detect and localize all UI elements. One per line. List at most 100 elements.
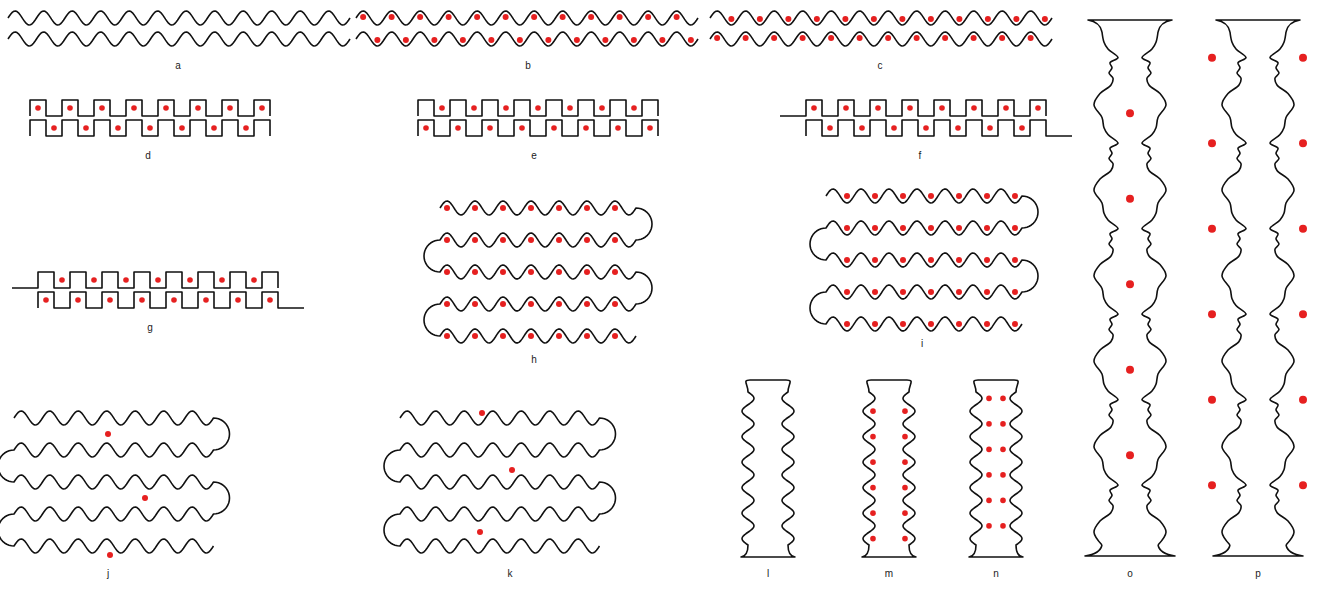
red-dot — [828, 35, 834, 41]
panel-label: b — [525, 60, 531, 72]
red-dot — [1013, 16, 1019, 22]
red-dot — [574, 37, 580, 43]
red-dot — [971, 35, 977, 41]
red-dot — [902, 510, 908, 516]
red-dots — [844, 193, 1018, 327]
red-dot — [115, 125, 121, 131]
red-dot — [1208, 225, 1216, 233]
red-dot — [986, 498, 992, 504]
red-dot — [519, 125, 525, 131]
red-dot — [75, 297, 81, 303]
square-wave-line — [38, 292, 304, 308]
vase-top — [1088, 20, 1172, 32]
panel-label: g — [147, 322, 153, 334]
red-dot — [203, 297, 209, 303]
square-wave-line — [30, 100, 270, 116]
red-dot — [171, 297, 177, 303]
square-wave-line — [418, 120, 658, 136]
red-dot — [842, 16, 848, 22]
red-dot — [771, 35, 777, 41]
red-dot — [986, 523, 992, 529]
red-dot — [227, 105, 233, 111]
red-dot — [956, 16, 962, 22]
red-dot — [59, 277, 65, 283]
red-dot — [99, 105, 105, 111]
red-dot — [472, 333, 478, 339]
red-dot — [870, 459, 876, 465]
red-dot — [859, 125, 865, 131]
red-dot — [1208, 396, 1216, 404]
red-dot — [444, 301, 450, 307]
red-dot — [235, 297, 241, 303]
red-dot — [928, 225, 934, 231]
red-dots — [444, 205, 618, 339]
red-dot — [844, 321, 850, 327]
red-dot — [444, 237, 450, 243]
red-dots — [35, 105, 265, 131]
red-dot — [872, 321, 878, 327]
red-dot — [472, 205, 478, 211]
red-dot — [599, 105, 605, 111]
red-dots — [477, 410, 515, 535]
red-dot — [612, 301, 618, 307]
red-dot — [472, 301, 478, 307]
red-dots — [986, 396, 1006, 529]
red-dot — [615, 125, 621, 131]
red-dot — [875, 105, 881, 111]
red-dot — [1042, 16, 1048, 22]
red-dot — [528, 237, 534, 243]
red-dot — [477, 529, 483, 535]
red-dot — [431, 37, 437, 43]
red-dot — [471, 105, 477, 111]
wavy-line — [8, 11, 350, 25]
red-dot — [403, 37, 409, 43]
red-dot — [1299, 310, 1307, 318]
red-dot — [531, 14, 537, 20]
red-dot — [900, 225, 906, 231]
red-dot — [956, 321, 962, 327]
red-dot — [984, 257, 990, 263]
red-dot — [1299, 54, 1307, 62]
wavy-line — [8, 32, 350, 46]
red-dot — [902, 536, 908, 542]
red-dot — [500, 301, 506, 307]
red-dot — [891, 125, 897, 131]
red-dots — [1208, 54, 1307, 490]
red-dot — [870, 408, 876, 414]
red-dot — [659, 37, 665, 43]
red-dot — [147, 125, 153, 131]
red-dot — [900, 321, 906, 327]
serpentine-line — [424, 201, 652, 343]
red-dot — [811, 105, 817, 111]
red-dot — [1012, 257, 1018, 263]
red-dot — [545, 37, 551, 43]
red-dot — [1000, 498, 1006, 504]
panel-label: e — [531, 150, 537, 162]
red-dot — [67, 105, 73, 111]
red-dot — [503, 105, 509, 111]
red-dot — [455, 125, 461, 131]
red-dot — [528, 269, 534, 275]
red-dot — [971, 105, 977, 111]
red-dot — [1012, 193, 1018, 199]
red-dot — [487, 125, 493, 131]
red-dot — [139, 297, 145, 303]
face-profile-line — [1094, 32, 1118, 545]
red-dot — [105, 431, 111, 437]
red-dot — [914, 35, 920, 41]
red-dot — [870, 510, 876, 516]
red-dot — [984, 289, 990, 295]
red-dot — [602, 37, 608, 43]
red-dot — [757, 16, 763, 22]
red-dot — [500, 205, 506, 211]
red-dot — [986, 421, 992, 427]
red-dot — [1028, 35, 1034, 41]
red-dots — [1126, 109, 1134, 459]
red-dot — [956, 193, 962, 199]
face-profile-line — [1142, 32, 1166, 545]
red-dot — [500, 237, 506, 243]
red-dot — [535, 105, 541, 111]
panel-label: d — [145, 150, 151, 162]
red-dot — [1208, 481, 1216, 489]
red-dot — [872, 225, 878, 231]
